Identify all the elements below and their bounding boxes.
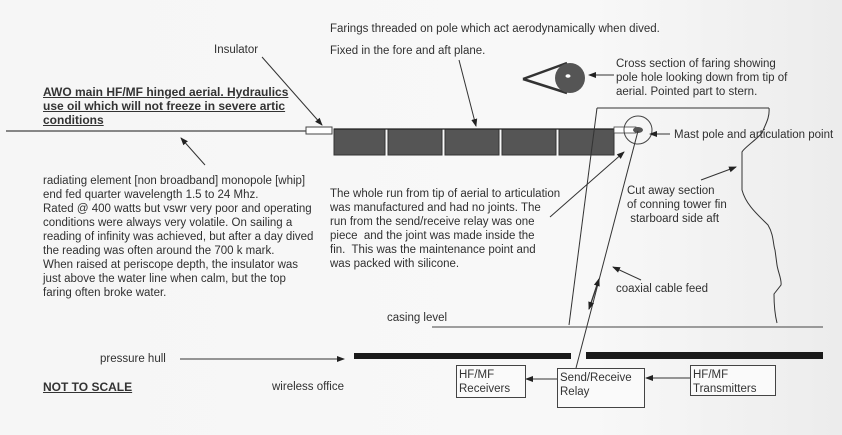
casing-level-label: casing level (387, 312, 448, 324)
insulator (305, 126, 333, 135)
faring (444, 128, 500, 156)
conning-tower-fin (568, 107, 782, 326)
articulation-point (633, 127, 643, 133)
faring (333, 128, 386, 156)
faring (501, 128, 557, 156)
radiating-element-description: radiating element [non broadband] monopo… (43, 175, 314, 299)
insulator-label: Insulator (214, 44, 259, 56)
wireless-office-label: wireless office (272, 381, 345, 393)
pressure-hull-left (354, 353, 571, 359)
send-receive-relay-box: Send/Receive Relay (557, 368, 645, 408)
radiating-element-arrow (180, 137, 206, 166)
whole-run-description: The whole run from tip of aerial to arti… (330, 188, 561, 270)
pressure-hull-label: pressure hull (100, 353, 166, 365)
cut-away-label: Cut away section of conning tower fin st… (627, 185, 727, 225)
mast-pole-segment (613, 126, 637, 134)
coaxial-bidirectional-arrow (588, 278, 600, 310)
faring-cross-section (522, 61, 585, 95)
faring (558, 128, 615, 156)
farings (333, 128, 615, 156)
pressure-hull-right (586, 352, 823, 359)
diagram-title: AWO main HF/MF hinged aerial. Hydraulics… (43, 85, 289, 127)
not-to-scale-note: NOT TO SCALE (43, 380, 133, 394)
cut-away-arrow (700, 166, 737, 181)
farings-description: Farings threaded on pole which act aerod… (330, 23, 660, 35)
hf-mf-receivers-box: HF/MF Receivers (456, 365, 526, 398)
coaxial-cable (575, 130, 639, 369)
faring (387, 128, 443, 156)
coaxial-label-arrow (612, 266, 642, 281)
mast-pole-label: Mast pole and articulation point (674, 129, 834, 141)
coaxial-cable-label: coaxial cable feed (616, 283, 709, 295)
insulator-arrow (261, 56, 323, 126)
cross-section-label: Cross section of faring showing pole hol… (616, 58, 788, 98)
farings-plane-note: Fixed in the fore and aft plane. (330, 45, 486, 57)
articulation-circle (623, 115, 653, 145)
farings-arrow (458, 59, 478, 127)
hf-mf-transmitters-box: HF/MF Transmitters (690, 365, 776, 396)
